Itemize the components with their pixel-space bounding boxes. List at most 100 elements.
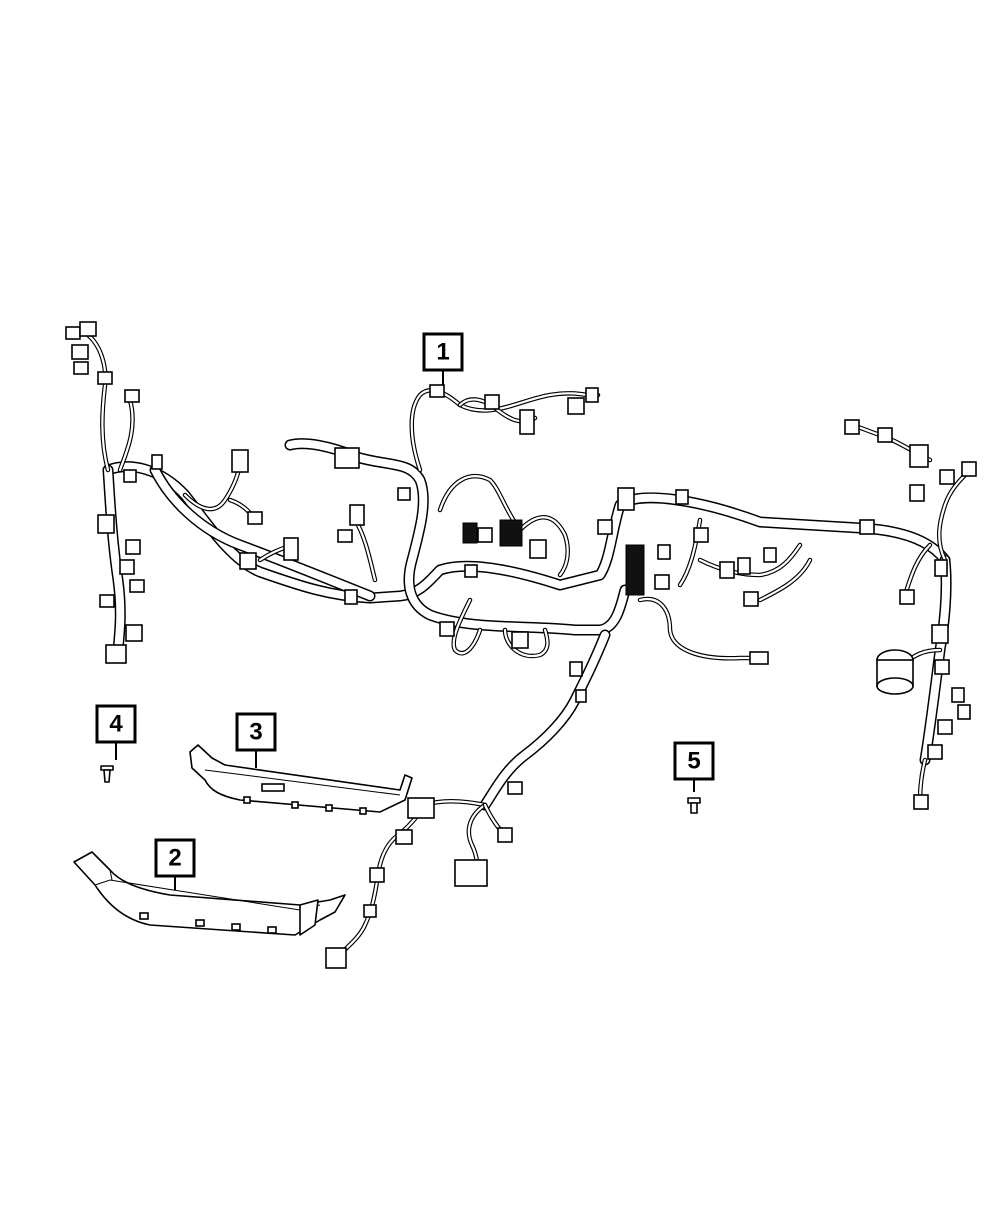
connector bbox=[657, 544, 671, 560]
connector bbox=[737, 557, 751, 575]
connector bbox=[477, 527, 493, 543]
connector bbox=[73, 361, 89, 375]
connector bbox=[763, 547, 777, 563]
connector bbox=[749, 651, 769, 665]
connector bbox=[454, 859, 488, 887]
connector bbox=[927, 744, 943, 760]
bracket-slot bbox=[195, 919, 205, 927]
callout-label: 3 bbox=[249, 719, 262, 746]
harness-main-trunk bbox=[102, 438, 952, 811]
callout-2: 2 bbox=[154, 838, 196, 890]
bracket-slot bbox=[291, 801, 299, 809]
connector bbox=[247, 511, 263, 525]
bracket-slot bbox=[231, 923, 241, 931]
connector bbox=[344, 589, 358, 605]
screw-bolt bbox=[687, 797, 701, 814]
callout-label: 5 bbox=[687, 748, 700, 775]
connector bbox=[913, 794, 929, 810]
connector bbox=[124, 389, 140, 403]
connector bbox=[105, 644, 127, 664]
bracket-slot bbox=[267, 926, 277, 934]
connector bbox=[283, 537, 299, 561]
bracket-upper bbox=[189, 744, 413, 815]
connector bbox=[99, 594, 115, 608]
connector bbox=[407, 797, 435, 819]
bracket-slot bbox=[359, 807, 367, 815]
connector bbox=[462, 522, 478, 544]
connector bbox=[71, 344, 89, 360]
connector bbox=[877, 427, 893, 443]
connector bbox=[693, 527, 709, 543]
callout-label: 1 bbox=[436, 339, 449, 366]
connector bbox=[363, 904, 377, 918]
connector bbox=[654, 574, 670, 590]
connector bbox=[585, 387, 599, 403]
connector bbox=[231, 449, 249, 473]
connector bbox=[123, 469, 137, 483]
connector bbox=[125, 624, 143, 642]
callout-1: 1 bbox=[422, 332, 464, 385]
push-pin-retainer bbox=[100, 765, 114, 783]
connector bbox=[325, 947, 347, 969]
callout-3: 3 bbox=[235, 712, 277, 768]
connector bbox=[529, 539, 547, 559]
harness-connectors bbox=[65, 321, 977, 969]
connector bbox=[79, 321, 97, 337]
callout-5: 5 bbox=[673, 741, 715, 792]
connector bbox=[934, 659, 950, 675]
connector bbox=[507, 781, 523, 795]
connector bbox=[484, 394, 500, 410]
junction-block bbox=[625, 544, 645, 596]
connector bbox=[859, 519, 875, 535]
connector bbox=[675, 489, 689, 505]
connector bbox=[349, 504, 365, 526]
connector-block bbox=[499, 519, 523, 547]
callout-label: 2 bbox=[168, 845, 181, 872]
bracket-slot bbox=[139, 912, 149, 920]
connector bbox=[129, 579, 145, 593]
connector bbox=[151, 454, 163, 470]
wiring-harness bbox=[65, 321, 977, 969]
bolt-shank bbox=[690, 802, 698, 814]
bracket-lower bbox=[73, 851, 346, 936]
connector bbox=[951, 687, 965, 703]
connector bbox=[957, 704, 971, 720]
connector bbox=[899, 589, 915, 605]
connector bbox=[125, 539, 141, 555]
push-pin-shank bbox=[103, 769, 111, 783]
connector bbox=[909, 484, 925, 502]
callout-label: 4 bbox=[109, 711, 123, 738]
connector bbox=[395, 829, 413, 845]
bracket-slot bbox=[325, 804, 333, 812]
connector bbox=[464, 564, 478, 578]
connector bbox=[334, 447, 360, 469]
connector bbox=[439, 621, 455, 637]
bracket-label-plate bbox=[261, 783, 285, 792]
callout-4: 4 bbox=[95, 704, 137, 760]
connector bbox=[931, 624, 949, 644]
connector bbox=[337, 529, 353, 543]
connector bbox=[569, 661, 583, 677]
connector bbox=[369, 867, 385, 883]
connector bbox=[97, 514, 115, 534]
connector bbox=[519, 409, 535, 435]
bracket-slot bbox=[243, 796, 251, 804]
connector bbox=[97, 371, 113, 385]
connector bbox=[567, 397, 585, 415]
connector bbox=[719, 561, 735, 579]
connector bbox=[497, 827, 513, 843]
connector bbox=[597, 519, 613, 535]
connector bbox=[939, 469, 955, 485]
connector bbox=[65, 326, 81, 340]
connector bbox=[397, 487, 411, 501]
connector bbox=[429, 384, 445, 398]
connector bbox=[937, 719, 953, 735]
connector bbox=[239, 552, 257, 570]
connector bbox=[743, 591, 759, 607]
connector-round-base bbox=[876, 677, 914, 695]
connector bbox=[909, 444, 929, 468]
connector bbox=[844, 419, 860, 435]
connector bbox=[617, 487, 635, 511]
connector bbox=[575, 689, 587, 703]
